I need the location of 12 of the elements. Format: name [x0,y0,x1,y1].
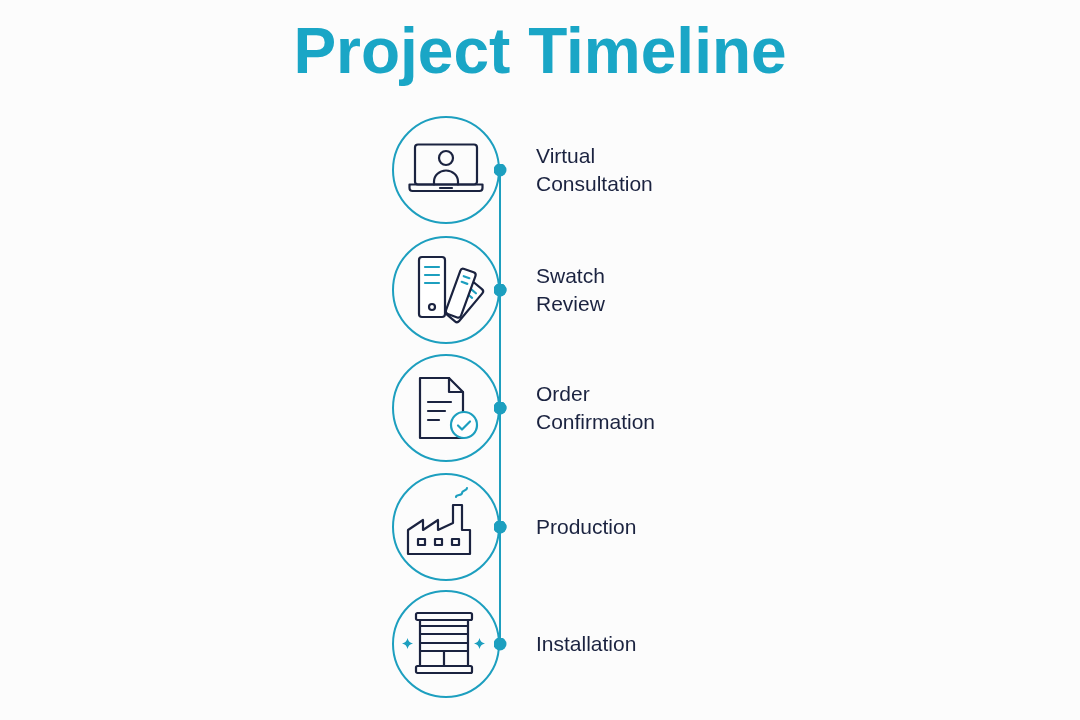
step-label: Installation [536,631,637,657]
step-circle [392,473,500,581]
step-circle [392,236,500,344]
step-circle [392,116,500,224]
step-label: Production [536,514,637,540]
step-label: Virtual Consultation [536,143,653,197]
step-label: Swatch Review [536,263,605,317]
connector-line [493,520,507,651]
step-circle [392,354,500,462]
diagram-title: Project Timeline [293,16,787,87]
step-circle [392,590,500,698]
step-label: Order Confirmation [536,381,656,435]
